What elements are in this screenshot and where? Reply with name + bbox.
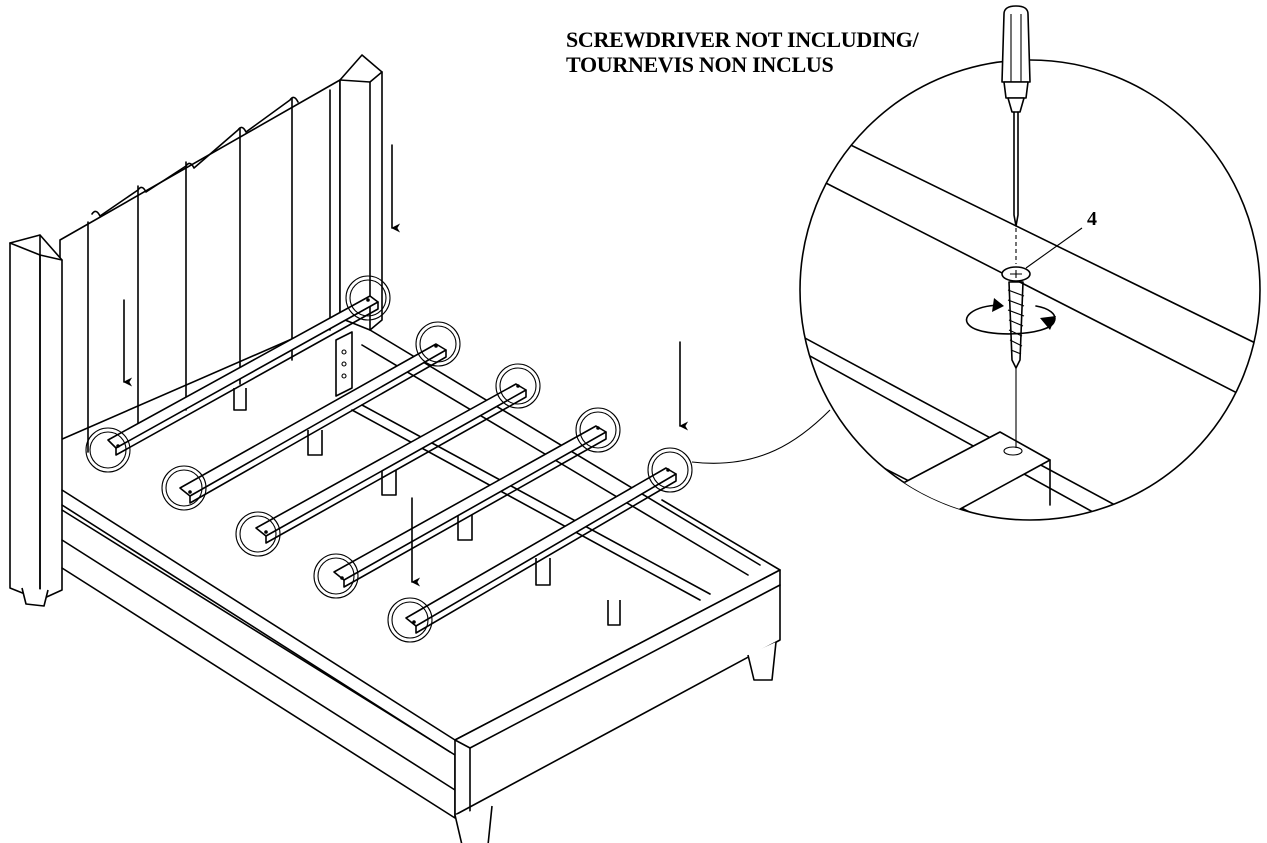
detail-leader (691, 409, 831, 464)
headboard-channels (87, 89, 331, 453)
screw-location-markers (85, 275, 693, 643)
center-support-legs (233, 388, 621, 626)
slats (107, 295, 677, 634)
slat-2 (179, 343, 447, 504)
screwdriver-icon (1001, 5, 1031, 227)
headboard (9, 54, 383, 607)
down-arrow-icon (123, 144, 689, 587)
bed-frame (61, 329, 781, 843)
leg-front-left (21, 587, 49, 607)
screw-icon (1001, 266, 1031, 448)
slat-4 (333, 425, 607, 588)
mounting-bracket (335, 331, 353, 397)
screwdriver-notice: SCREWDRIVER NOT INCLUDING/ TOURNEVIS NON… (566, 27, 919, 77)
headboard-post-right (339, 54, 383, 331)
foot-rail (454, 569, 781, 816)
part-number-label: 4 (1087, 208, 1097, 230)
detail-zoom (799, 5, 1261, 521)
notice-line-1: SCREWDRIVER NOT INCLUDING/ (566, 27, 919, 52)
center-rail (351, 409, 701, 601)
headboard-post-left (9, 234, 63, 601)
rotation-arrow-icon (965, 298, 1056, 335)
slat-3 (255, 383, 527, 544)
leg-rear-right (747, 641, 777, 681)
slat-1 (107, 295, 379, 456)
notice-line-2: TOURNEVIS NON INCLUS (566, 52, 834, 77)
part-callout-leader (1025, 227, 1083, 269)
leg-front-right (454, 805, 493, 843)
slat-5 (405, 467, 677, 634)
headboard-panel (59, 79, 341, 441)
